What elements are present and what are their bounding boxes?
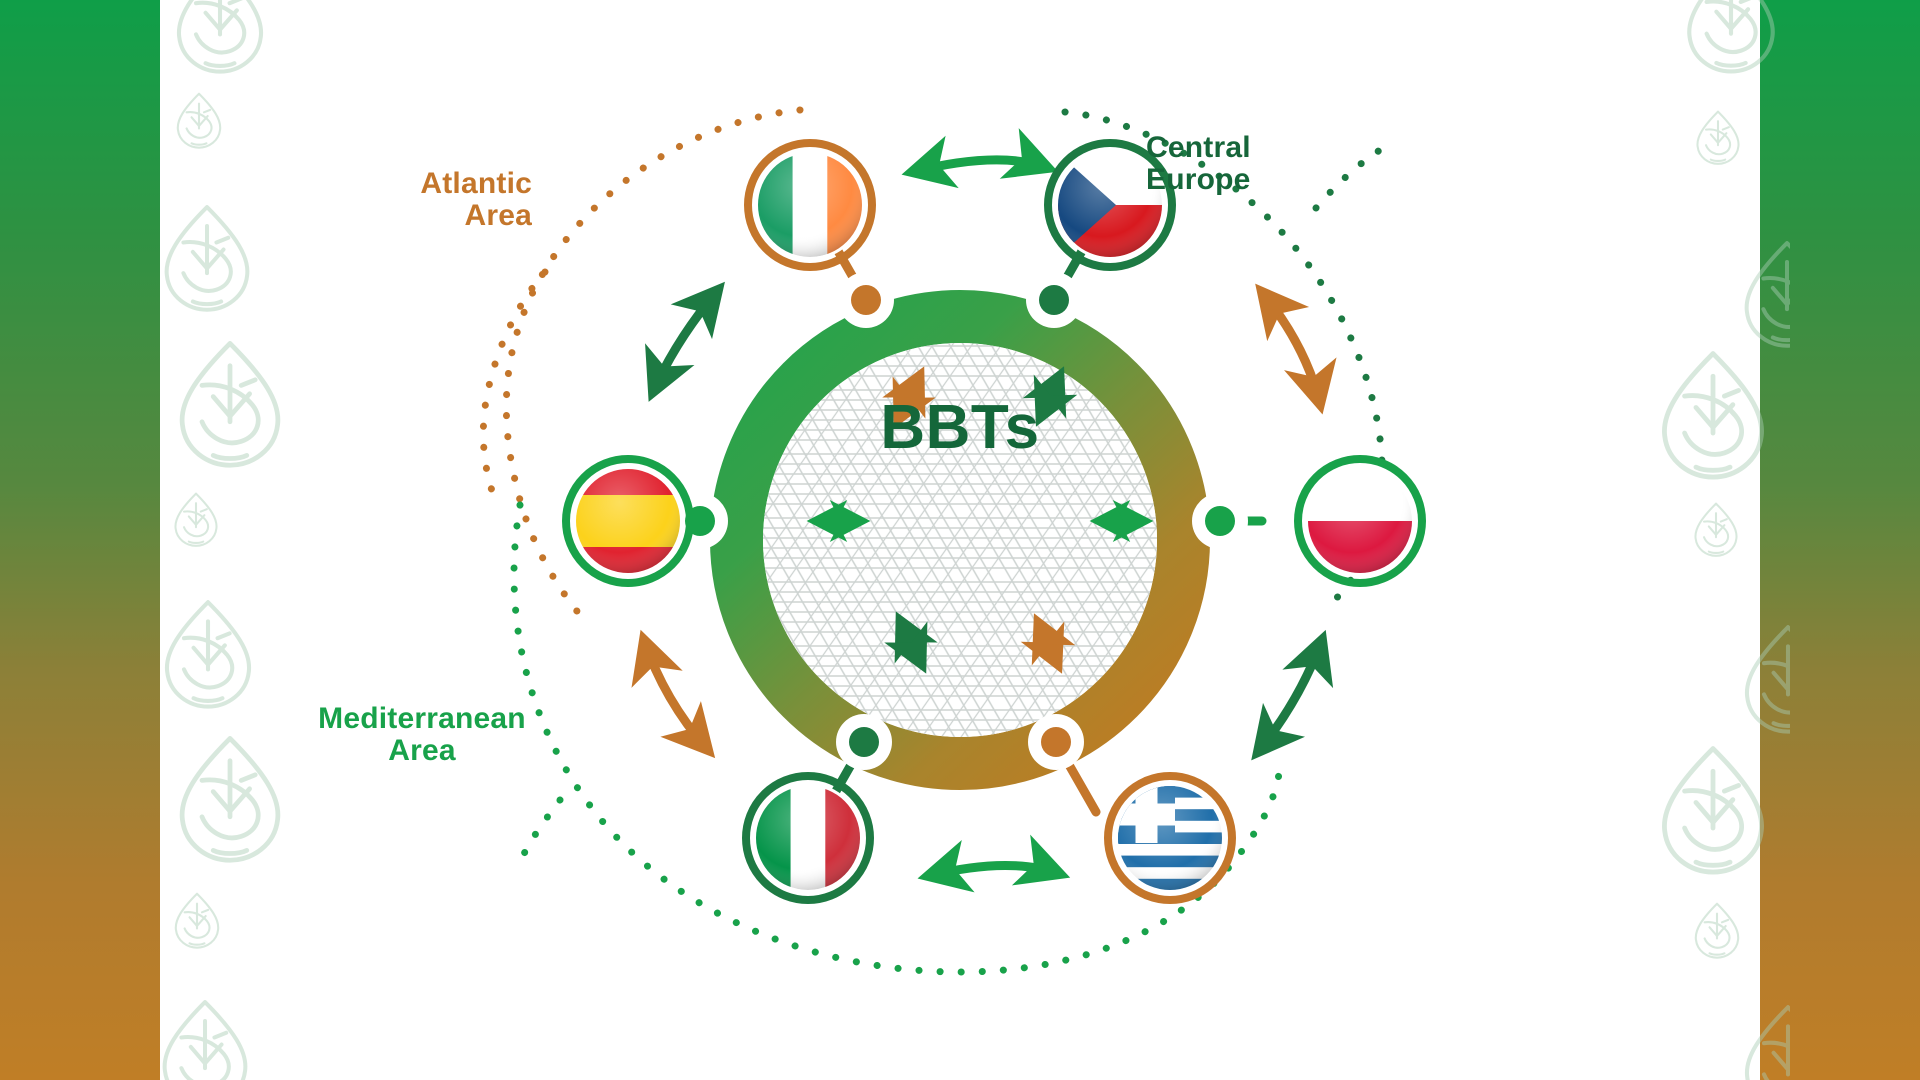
flag-badge-spain[interactable] bbox=[562, 455, 694, 587]
node-italy bbox=[836, 714, 892, 770]
inner-exchange-arrows bbox=[806, 366, 1154, 674]
region-label-central-line2: Europe bbox=[1146, 163, 1251, 197]
region-label-central-europe: Central Europe bbox=[1146, 131, 1366, 197]
outer-exchange-arrows bbox=[631, 128, 1337, 893]
arrow-ireland-spain bbox=[645, 281, 725, 402]
atlantic-boundary-tail bbox=[479, 268, 549, 509]
region-label-mediterranean: Mediterranean Area bbox=[316, 702, 528, 768]
node-greece bbox=[1028, 714, 1084, 770]
arrow-czechia-poland bbox=[1255, 283, 1337, 415]
inner-arrow-upper-left bbox=[882, 366, 936, 429]
right-gradient-band bbox=[1760, 0, 1920, 1080]
region-label-central-line1: Central bbox=[1146, 131, 1251, 164]
arrow-spain-italy bbox=[631, 629, 716, 759]
region-label-mediterranean-line1: Mediterranean bbox=[318, 702, 526, 735]
region-label-mediterranean-line2: Area bbox=[388, 734, 456, 768]
left-gradient-band bbox=[0, 0, 160, 1080]
node-ireland bbox=[838, 272, 894, 328]
ireland-flag bbox=[758, 153, 862, 257]
poland-flag bbox=[1308, 469, 1412, 573]
region-label-atlantic: Atlantic Area bbox=[352, 167, 532, 233]
arrow-italy-greece bbox=[917, 834, 1071, 893]
region-label-atlantic-line1: Atlantic bbox=[420, 167, 532, 200]
region-boundaries bbox=[479, 106, 1398, 976]
spain-flag bbox=[576, 469, 680, 573]
mediterranean-boundary-tail bbox=[516, 796, 564, 866]
inner-arrow-lower-right bbox=[1020, 613, 1076, 674]
flag-badge-greece[interactable] bbox=[1104, 772, 1236, 904]
arrow-poland-greece bbox=[1251, 629, 1334, 761]
flag-badge-ireland[interactable] bbox=[744, 139, 876, 271]
bbt-outer-ring bbox=[710, 290, 1210, 790]
node-poland bbox=[1192, 493, 1248, 549]
inner-arrow-lower-left bbox=[884, 611, 938, 674]
node-czechia bbox=[1026, 272, 1082, 328]
flag-badge-italy[interactable] bbox=[742, 772, 874, 904]
italy-flag bbox=[756, 786, 860, 890]
arrow-ireland-czechia bbox=[901, 128, 1059, 189]
central-boundary bbox=[1061, 108, 1386, 609]
flag-badge-poland[interactable] bbox=[1294, 455, 1426, 587]
region-label-atlantic-line2: Area bbox=[464, 199, 532, 233]
greece-flag bbox=[1118, 786, 1222, 890]
center-label-bbts: BBTs bbox=[880, 393, 1040, 462]
inner-arrow-upper-right bbox=[1022, 366, 1078, 427]
